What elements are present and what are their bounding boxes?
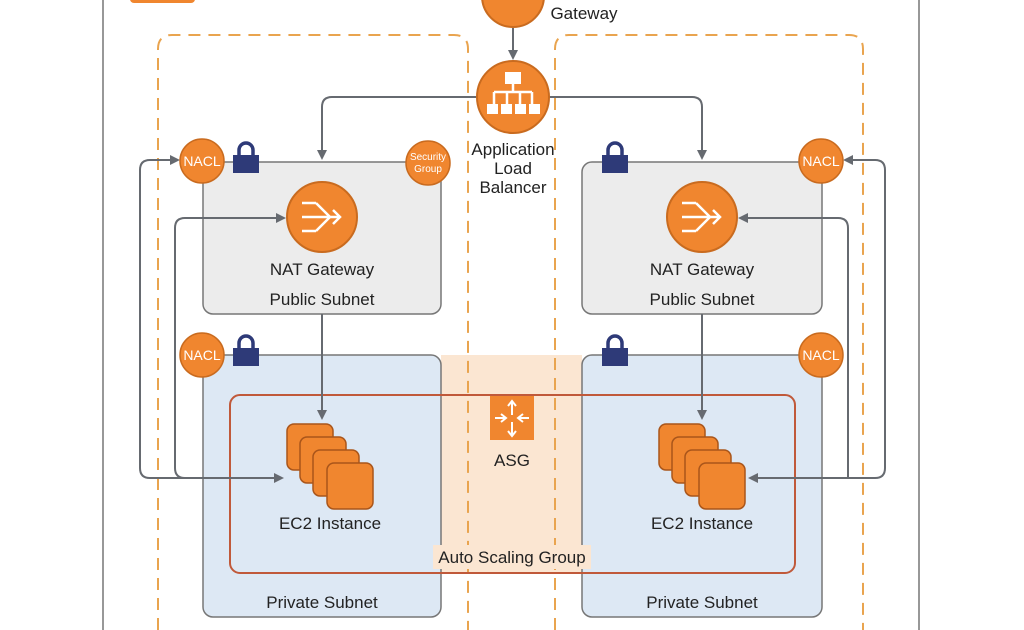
connection-arrows bbox=[139, 28, 886, 483]
nacl-label: NACL bbox=[802, 347, 840, 363]
public-subnet-label-right: Public Subnet bbox=[650, 290, 755, 309]
nacl-label: NACL bbox=[802, 153, 840, 169]
asg-group-label-bg bbox=[433, 545, 591, 569]
lock-icon bbox=[233, 334, 259, 366]
arrow-right-inner-loop bbox=[738, 213, 849, 478]
internet-gateway-icon bbox=[481, 0, 545, 28]
nacl-icon: NACL bbox=[179, 138, 225, 184]
asg-icon bbox=[490, 396, 534, 440]
arrow-alb-to-left-subnet bbox=[317, 96, 477, 160]
alb-label-line1: Application bbox=[471, 140, 554, 159]
alb-label-line2: Load bbox=[494, 159, 532, 178]
asg-highlight-band bbox=[441, 355, 582, 573]
auto-scaling-group-label: Auto Scaling Group bbox=[438, 548, 585, 567]
security-group-label-line1: Security bbox=[410, 152, 446, 163]
nat-gateway-icon bbox=[666, 181, 738, 253]
lock-icon bbox=[602, 334, 628, 366]
nat-gateway-label-right: NAT Gateway bbox=[650, 260, 755, 279]
arrow-alb-to-right-subnet bbox=[549, 96, 707, 160]
private-subnet-label-left: Private Subnet bbox=[266, 593, 378, 612]
ec2-label-left: EC2 Instance bbox=[279, 514, 381, 533]
arrow-left-outer-loop bbox=[139, 155, 280, 479]
private-subnet-label-right: Private Subnet bbox=[646, 593, 758, 612]
lock-icon bbox=[602, 141, 628, 173]
auto-scaling-group-box bbox=[229, 394, 796, 574]
alb-label-line3: Balancer bbox=[479, 178, 546, 197]
availability-zone-right bbox=[554, 34, 864, 630]
ec2-instance-icon bbox=[286, 423, 374, 510]
arrow-left-inner-loop bbox=[174, 213, 286, 479]
internet-gateway-label: Gateway bbox=[550, 4, 618, 23]
nat-gateway-icon bbox=[286, 181, 358, 253]
ec2-label-right: EC2 Instance bbox=[651, 514, 753, 533]
arrow-right-outer-loop bbox=[760, 155, 886, 479]
public-subnet-label-left: Public Subnet bbox=[270, 290, 375, 309]
asg-label: ASG bbox=[494, 451, 530, 470]
lock-icon bbox=[233, 141, 259, 173]
nacl-label: NACL bbox=[183, 347, 221, 363]
nacl-icon: NACL bbox=[798, 332, 844, 378]
nat-gateway-label-left: NAT Gateway bbox=[270, 260, 375, 279]
nacl-icon: NACL bbox=[798, 138, 844, 184]
availability-zone-left bbox=[157, 34, 469, 630]
nacl-label: NACL bbox=[183, 153, 221, 169]
security-group-label-line2: Group bbox=[414, 164, 442, 175]
load-balancer-icon bbox=[476, 60, 550, 134]
ec2-instance-icon bbox=[658, 423, 746, 510]
security-group-icon: Security Group bbox=[405, 140, 451, 186]
region-badge bbox=[130, 0, 195, 3]
nacl-icon: NACL bbox=[179, 332, 225, 378]
